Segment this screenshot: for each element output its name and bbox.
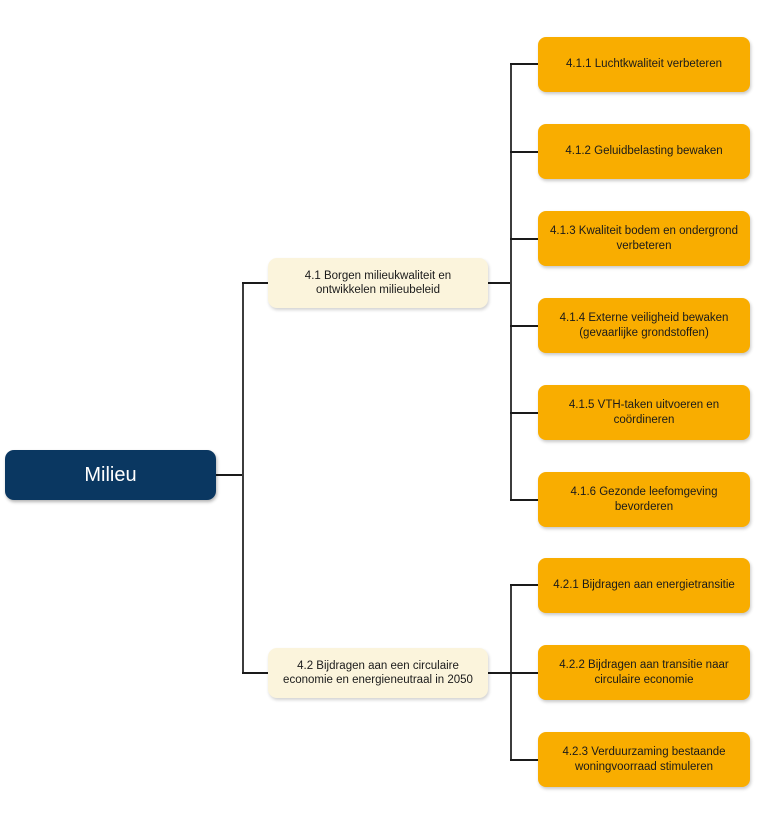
node-leaf-4-1-3-label: 4.1.3 Kwaliteit bodem en ondergrond verb… [550, 225, 738, 252]
connector-to-leaf-4-1-3 [510, 238, 538, 240]
connector-to-leaf-4-1-1 [510, 63, 538, 65]
node-leaf-4-1-2-label: 4.1.2 Geluidbelasting bewaken [565, 145, 723, 158]
connector-root-trunk [242, 283, 244, 674]
node-root-milieu[interactable]: Milieu [5, 450, 216, 500]
node-branch-4-2-label: 4.2 Bijdragen aan een circulaire economi… [283, 659, 473, 686]
connector-branch-4-1-trunk [510, 64, 512, 500]
connector-branch-4-1-stub [488, 282, 512, 284]
node-root-label: Milieu [84, 463, 137, 486]
node-branch-4-2[interactable]: 4.2 Bijdragen aan een circulaire economi… [268, 648, 488, 698]
node-leaf-4-1-3[interactable]: 4.1.3 Kwaliteit bodem en ondergrond verb… [538, 211, 750, 266]
node-branch-4-1-label: 4.1 Borgen milieukwaliteit en ontwikkele… [304, 269, 452, 296]
node-leaf-4-1-4-label: 4.1.4 Externe veiligheid bewaken (gevaar… [559, 312, 729, 339]
node-leaf-4-1-5[interactable]: 4.1.5 VTH-taken uitvoeren en coördineren [538, 385, 750, 440]
node-leaf-4-1-1[interactable]: 4.1.1 Luchtkwaliteit verbeteren [538, 37, 750, 92]
node-leaf-4-2-1-label: 4.2.1 Bijdragen aan energietransitie [553, 579, 735, 592]
node-leaf-4-2-2-label: 4.2.2 Bijdragen aan transitie naar circu… [559, 659, 729, 686]
node-leaf-4-1-4[interactable]: 4.1.4 Externe veiligheid bewaken (gevaar… [538, 298, 750, 353]
connector-to-leaf-4-2-3 [510, 759, 538, 761]
node-leaf-4-1-5-label: 4.1.5 VTH-taken uitvoeren en coördineren [568, 399, 720, 426]
node-leaf-4-1-1-label: 4.1.1 Luchtkwaliteit verbeteren [566, 58, 722, 71]
node-leaf-4-1-2[interactable]: 4.1.2 Geluidbelasting bewaken [538, 124, 750, 179]
connector-branch-4-2-stub [488, 672, 512, 674]
node-leaf-4-1-6-label: 4.1.6 Gezonde leefomgeving bevorderen [570, 486, 718, 513]
connector-to-leaf-4-2-1 [510, 584, 538, 586]
connector-to-leaf-4-1-4 [510, 325, 538, 327]
node-leaf-4-1-6[interactable]: 4.1.6 Gezonde leefomgeving bevorderen [538, 472, 750, 527]
node-leaf-4-2-3[interactable]: 4.2.3 Verduurzaming bestaande woningvoor… [538, 732, 750, 787]
connector-to-branch-4-1 [242, 282, 269, 284]
node-branch-4-1[interactable]: 4.1 Borgen milieukwaliteit en ontwikkele… [268, 258, 488, 308]
connector-to-leaf-4-1-5 [510, 412, 538, 414]
connector-to-branch-4-2 [242, 672, 269, 674]
connector-to-leaf-4-1-6 [510, 499, 538, 501]
node-leaf-4-2-1[interactable]: 4.2.1 Bijdragen aan energietransitie [538, 558, 750, 613]
connector-to-leaf-4-2-2 [510, 672, 538, 674]
node-leaf-4-2-3-label: 4.2.3 Verduurzaming bestaande woningvoor… [562, 746, 726, 773]
connector-root-stub [216, 474, 244, 476]
connector-to-leaf-4-1-2 [510, 151, 538, 153]
node-leaf-4-2-2[interactable]: 4.2.2 Bijdragen aan transitie naar circu… [538, 645, 750, 700]
